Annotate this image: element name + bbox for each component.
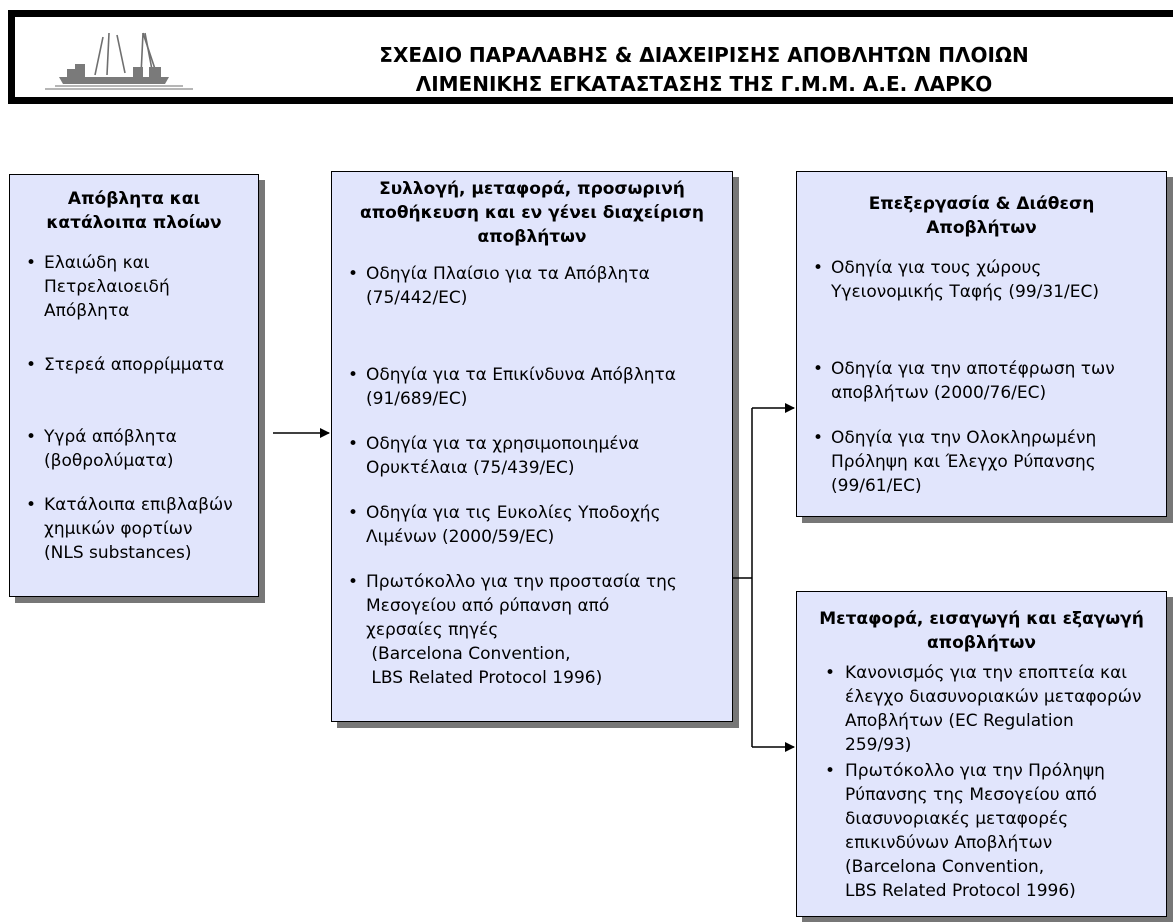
document-title: ΣΧΕΔΙΟ ΠΑΡΑΛΑΒΗΣ & ΔΙΑΧΕΙΡΙΣΗΣ ΑΠΟΒΛΗΤΩΝ… <box>265 41 1143 99</box>
item-line: Ρύπανσης της Μεσογείου από <box>845 785 1097 805</box>
bullet-list: Οδηγία Πλαίσιο για τα Απόβλητα (75/442/E… <box>332 262 732 690</box>
item-line: (NLS substances) <box>44 543 192 563</box>
box-title-line: Συλλογή, μεταφορά, προσωρινή <box>379 179 685 199</box>
item-line: Πρωτόκολλο για την προστασία της <box>366 572 677 592</box>
item-line: Στερεά απορρίμματα <box>44 355 225 375</box>
item-line: Λιμένων (2000/59/EC) <box>366 527 555 547</box>
item-line: Οδηγία Πλαίσιο για τα Απόβλητα <box>366 264 650 284</box>
list-item: Κατάλοιπα επιβλαβών χημικών φορτίων (NLS… <box>10 493 258 565</box>
item-line: έλεγχο διασυνοριακών μεταφορών <box>845 687 1142 707</box>
item-line: Πρωτόκολλο για την Πρόληψη <box>845 761 1105 781</box>
transport-import-export-box: Μεταφορά, εισαγωγή και εξαγωγή αποβλήτων… <box>796 591 1167 917</box>
list-item: Υγρά απόβλητα (βοθρολύματα) <box>10 425 258 473</box>
item-line: Ελαιώδη και <box>44 253 150 273</box>
box-title-line: αποθήκευση και εν γένει διαχείριση <box>360 203 704 223</box>
collection-management-box: Συλλογή, μεταφορά, προσωρινή αποθήκευση … <box>331 171 733 722</box>
item-line: Πρόληψη και Έλεγχο Ρύπανσης <box>831 452 1096 472</box>
box-title: Απόβλητα και κατάλοιπα πλοίων <box>10 187 258 235</box>
item-line: Οδηγία για τους χώρους <box>831 258 1042 278</box>
list-item: Κανονισμός για την εποπτεία και έλεγχο δ… <box>797 661 1166 757</box>
box-title-line: κατάλοιπα πλοίων <box>46 213 222 233</box>
item-line: (Barcelona Convention, <box>845 857 1045 877</box>
list-item: Οδηγία για τους χώρους Υγειονομικής Ταφή… <box>797 256 1166 304</box>
item-line: (βοθρολύματα) <box>44 451 174 471</box>
item-line: Κατάλοιπα επιβλαβών <box>44 495 233 515</box>
item-line: Αποβλήτων (EC Regulation <box>845 711 1074 731</box>
list-item: Ελαιώδη και Πετρελαιοειδή Απόβλητα <box>10 251 258 323</box>
bullet-list: Κανονισμός για την εποπτεία και έλεγχο δ… <box>797 661 1166 903</box>
item-line: Κανονισμός για την εποπτεία και <box>845 663 1128 683</box>
item-line: Υγρά απόβλητα <box>44 427 177 447</box>
item-line: (91/689/EC) <box>366 389 468 409</box>
item-line: διασυνοριακές μεταφορές <box>845 809 1069 829</box>
item-line: Ορυκτέλαια (75/439/EC) <box>366 458 575 478</box>
item-line: (Barcelona Convention, <box>366 644 571 664</box>
box-title-line: Αποβλήτων <box>926 218 1037 238</box>
item-line: LBS Related Protocol 1996) <box>366 668 603 688</box>
list-item: Οδηγία για τα χρησιμοποιημένα Ορυκτέλαια… <box>332 432 732 480</box>
bullet-list: Οδηγία για τους χώρους Υγειονομικής Ταφή… <box>797 256 1166 498</box>
item-line: LBS Related Protocol 1996) <box>845 881 1076 901</box>
document-header: ΣΧΕΔΙΟ ΠΑΡΑΛΑΒΗΣ & ΔΙΑΧΕΙΡΙΣΗΣ ΑΠΟΒΛΗΤΩΝ… <box>8 10 1173 104</box>
list-item: Οδηγία για την αποτέφρωση των αποβλήτων … <box>797 357 1166 405</box>
list-item: Πρωτόκολλο για την Πρόληψη Ρύπανσης της … <box>797 759 1166 903</box>
bullet-list: Ελαιώδη και Πετρελαιοειδή Απόβλητα Στερε… <box>10 251 258 565</box>
item-line: χερσαίες πηγές <box>366 620 499 640</box>
list-item: Πρωτόκολλο για την προστασία της Μεσογεί… <box>332 570 732 690</box>
ship-crane-logo-icon <box>45 32 193 90</box>
box-title-line: Μεταφορά, εισαγωγή και εξαγωγή <box>819 609 1144 629</box>
list-item: Οδηγία Πλαίσιο για τα Απόβλητα (75/442/E… <box>332 262 732 310</box>
item-line: Οδηγία για τα Επικίνδυνα Απόβλητα <box>366 365 676 385</box>
box-title-line: αποβλήτων <box>926 633 1037 653</box>
box-title: Επεξεργασία & Διάθεση Αποβλήτων <box>797 192 1166 240</box>
ship-waste-box: Απόβλητα και κατάλοιπα πλοίων Ελαιώδη κα… <box>9 174 259 597</box>
item-line: Απόβλητα <box>44 301 130 321</box>
item-line: Οδηγία για τις Ευκολίες Υποδοχής <box>366 503 661 523</box>
box-title-line: Επεξεργασία & Διάθεση <box>868 194 1095 214</box>
item-line: 259/93) <box>845 735 912 755</box>
box-title-line: αποβλήτων <box>477 227 587 247</box>
item-line: αποβλήτων (2000/76/EC) <box>831 383 1047 403</box>
item-line: (99/61/EC) <box>831 476 922 496</box>
box-title: Συλλογή, μεταφορά, προσωρινή αποθήκευση … <box>332 177 732 249</box>
item-line: Οδηγία για την αποτέφρωση των <box>831 359 1115 379</box>
treatment-disposal-box: Επεξεργασία & Διάθεση Αποβλήτων Οδηγία γ… <box>796 171 1167 517</box>
list-item: Οδηγία για τα Επικίνδυνα Απόβλητα (91/68… <box>332 363 732 411</box>
item-line: Οδηγία για την Ολοκληρωμένη <box>831 428 1097 448</box>
title-line-2: ΛΙΜΕΝΙΚΗΣ ΕΓΚΑΤΑΣΤΑΣΗΣ ΤΗΣ Γ.Μ.Μ. Α.Ε. Λ… <box>415 72 993 96</box>
list-item: Οδηγία για την Ολοκληρωμένη Πρόληψη και … <box>797 426 1166 498</box>
box-title: Μεταφορά, εισαγωγή και εξαγωγή αποβλήτων <box>797 607 1166 655</box>
item-line: Οδηγία για τα χρησιμοποιημένα <box>366 434 640 454</box>
box-title-line: Απόβλητα και <box>67 189 201 209</box>
item-line: Μεσογείου από ρύπανση από <box>366 596 610 616</box>
title-line-1: ΣΧΕΔΙΟ ΠΑΡΑΛΑΒΗΣ & ΔΙΑΧΕΙΡΙΣΗΣ ΑΠΟΒΛΗΤΩΝ… <box>379 43 1029 67</box>
item-line: Πετρελαιοειδή <box>44 277 170 297</box>
item-line: χημικών φορτίων <box>44 519 193 539</box>
item-line: επικινδύνων Αποβλήτων <box>845 833 1053 853</box>
list-item: Στερεά απορρίμματα <box>10 353 258 377</box>
item-line: (75/442/EC) <box>366 288 468 308</box>
list-item: Οδηγία για τις Ευκολίες Υποδοχής Λιμένων… <box>332 501 732 549</box>
item-line: Υγειονομικής Ταφής (99/31/EC) <box>831 282 1099 302</box>
